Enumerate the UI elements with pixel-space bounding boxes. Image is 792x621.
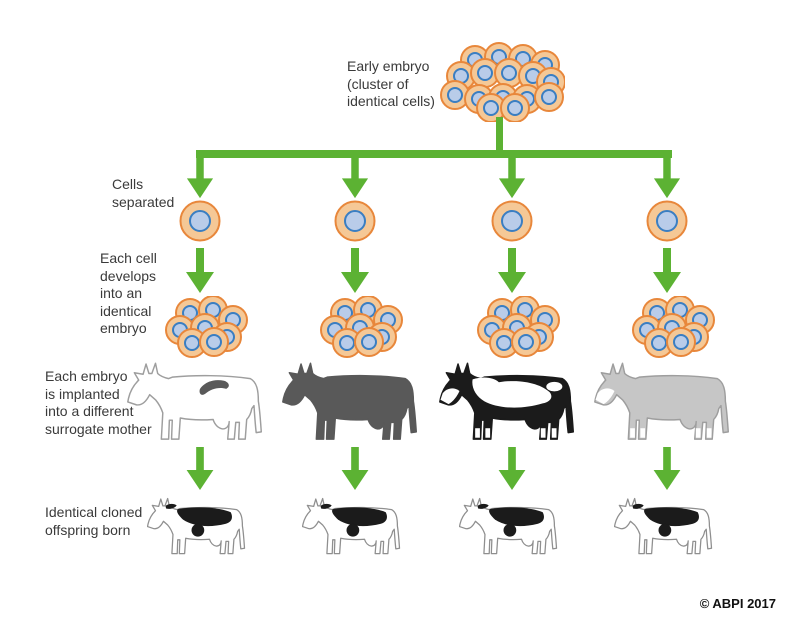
surrogate-cow-3 [439,362,575,440]
arrow-down-icon [186,156,214,199]
label-each-embryo-implanted: Each embryo is implanted into a differen… [45,368,152,437]
cow-silhouette [282,362,418,440]
arrow-down-icon [498,248,526,293]
arrow-down-icon [498,156,526,199]
small-embryo-cluster [477,296,560,358]
arrow-down-icon [653,447,681,491]
label-each-cell-develops: Each cell develops into an identical emb… [100,250,157,336]
surrogate-cow-1 [127,362,263,440]
cow-silhouette [127,362,263,440]
arrow-down-icon [341,156,369,199]
arrow-down-icon [186,248,214,293]
connector-stem [496,117,503,153]
copyright-text: © ABPI 2017 [699,596,776,611]
small-embryo-cluster [320,296,403,358]
cow-silhouette [594,362,730,440]
arrow-down-icon [498,447,526,491]
label-early-embryo: Early embryo (cluster of identical cells… [347,58,435,109]
separated-cell [179,200,221,242]
separated-cell [334,200,376,242]
arrow-down-icon [341,248,369,293]
cloned-calf-2 [302,497,401,555]
surrogate-cow-2 [282,362,418,440]
cow-leg-patches [630,428,712,438]
separated-cell [646,200,688,242]
small-embryo-cluster [632,296,715,358]
label-cells-separated: Cells separated [112,176,175,210]
arrow-down-icon [653,248,681,293]
connector-bar [196,150,672,158]
arrow-down-icon [653,156,681,199]
cow-face-patch [595,388,615,405]
cow-face-patch [440,388,460,405]
arrow-down-icon [341,447,369,491]
cow-rump-patch [546,381,563,392]
small-embryo-cluster [165,296,248,358]
separated-cell [491,200,533,242]
cow-leg-patches [475,428,557,438]
cloned-calf-3 [459,497,558,555]
cow-body-patch [199,380,229,395]
early-embryo-cluster [440,42,565,122]
label-identical-offspring: Identical cloned offspring born [45,504,143,538]
cow-body-patch [472,377,552,408]
surrogate-cow-4 [594,362,730,440]
arrow-down-icon [186,447,214,491]
cloned-calf-4 [614,497,713,555]
cloned-calf-1 [147,497,246,555]
